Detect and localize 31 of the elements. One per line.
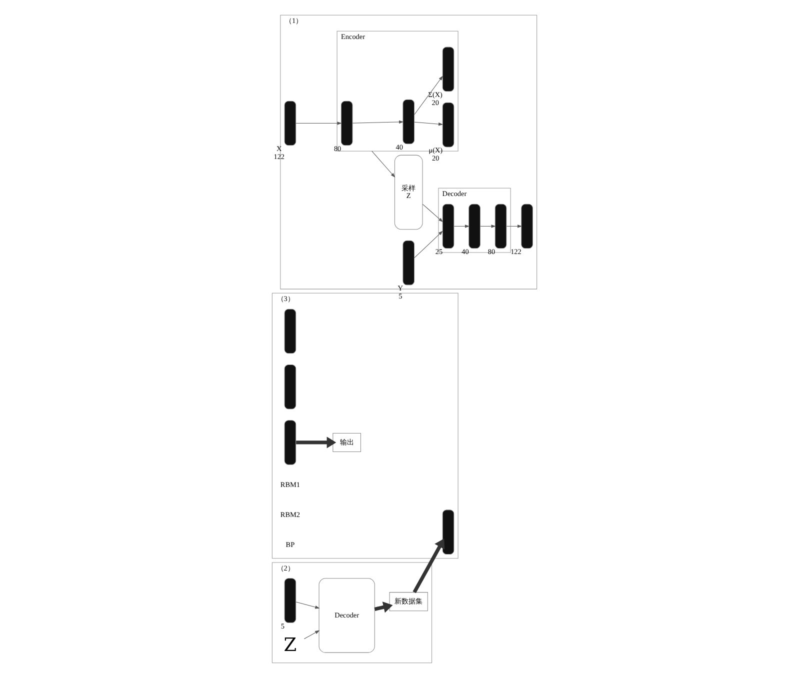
node-bar: [284, 100, 296, 146]
arrow: [422, 204, 444, 222]
arrow: [414, 76, 443, 115]
arrow: [296, 436, 336, 448]
node-bar: [402, 99, 415, 144]
arrow: [414, 230, 443, 258]
node-bar: [442, 46, 454, 92]
node-bar: [442, 102, 454, 148]
node-bar: [284, 420, 296, 465]
arrow: [304, 630, 320, 640]
node-bar: [442, 204, 454, 249]
node-bar: [284, 308, 296, 354]
arrow: [506, 224, 522, 228]
arrow: [296, 122, 342, 125]
arrow: [372, 150, 396, 178]
node-bar: [284, 578, 296, 623]
node-bar: [284, 364, 296, 410]
node-bar: [468, 204, 480, 249]
arrow: [480, 224, 496, 228]
arrow: [374, 602, 393, 613]
arrow: [412, 538, 445, 594]
node-bar: [442, 510, 454, 554]
node-bar: [494, 204, 507, 249]
arrow: [296, 602, 320, 609]
node-bar: [340, 100, 353, 146]
node-bar: [402, 240, 415, 286]
node-text: Z: [284, 634, 297, 656]
arrow: [352, 120, 404, 124]
arrow: [414, 122, 444, 126]
arrow: [454, 224, 470, 228]
node-bar: [521, 204, 533, 249]
